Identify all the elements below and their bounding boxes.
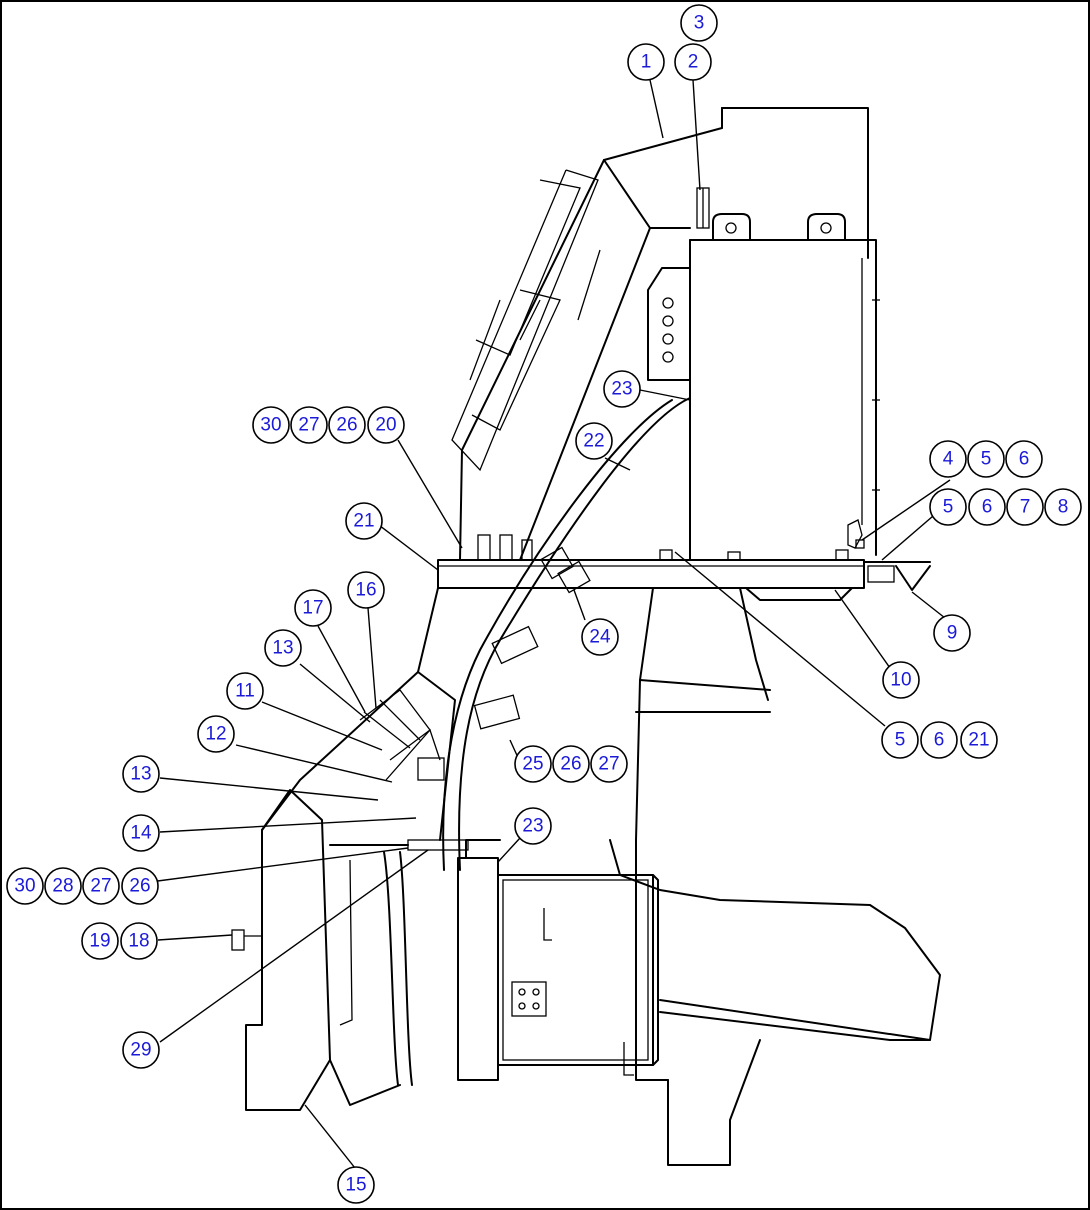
svg-text:23: 23: [611, 379, 632, 400]
svg-text:13: 13: [272, 638, 293, 659]
svg-text:6: 6: [1019, 449, 1030, 470]
svg-text:20: 20: [375, 415, 396, 436]
callout-11: 11: [226, 672, 264, 710]
svg-text:30: 30: [260, 415, 281, 436]
svg-text:9: 9: [947, 623, 958, 644]
svg-text:1: 1: [641, 52, 652, 73]
assembly-drawing: [231, 107, 941, 1166]
callout-26: 26: [552, 745, 590, 783]
callout-5: 5: [929, 488, 967, 526]
svg-text:15: 15: [345, 1175, 366, 1196]
callout-29: 29: [122, 1031, 160, 1069]
callout-13: 13: [264, 629, 302, 667]
callout-30: 30: [6, 867, 44, 905]
upper-cabinet: [647, 107, 880, 561]
callout-3: 3: [680, 4, 718, 42]
svg-text:25: 25: [522, 754, 543, 775]
callout-27: 27: [290, 406, 328, 444]
svg-text:26: 26: [129, 876, 150, 897]
callout-8: 8: [1044, 488, 1082, 526]
svg-text:5: 5: [895, 730, 906, 751]
svg-text:4: 4: [943, 449, 954, 470]
air-cleaner: [457, 839, 659, 1081]
pedestal: [635, 587, 771, 841]
callout-10: 10: [882, 661, 920, 699]
svg-text:8: 8: [1058, 497, 1069, 518]
callout-27: 27: [590, 745, 628, 783]
callout-26: 26: [121, 867, 159, 905]
svg-text:27: 27: [298, 415, 319, 436]
callout-25: 25: [514, 745, 552, 783]
callout-30: 30: [252, 406, 290, 444]
base-plate: [437, 534, 931, 601]
callout-5: 5: [967, 440, 1005, 478]
svg-text:18: 18: [128, 931, 149, 952]
svg-text:7: 7: [1020, 497, 1031, 518]
svg-text:27: 27: [598, 754, 619, 775]
inclined-panel: [451, 107, 723, 561]
callout-14: 14: [122, 814, 160, 852]
svg-text:27: 27: [90, 876, 111, 897]
callout-12: 12: [197, 715, 235, 753]
callout-21: 21: [345, 502, 383, 540]
callout-20: 20: [367, 406, 405, 444]
callout-9: 9: [933, 614, 971, 652]
callout-21: 21: [960, 721, 998, 759]
callout-23: 23: [514, 807, 552, 845]
callout-2: 2: [674, 43, 712, 81]
svg-text:6: 6: [982, 497, 993, 518]
svg-text:14: 14: [130, 823, 152, 844]
svg-text:21: 21: [968, 730, 989, 751]
callout-19: 19: [81, 922, 119, 960]
callout-5: 5: [881, 721, 919, 759]
svg-text:12: 12: [205, 724, 226, 745]
leader-lines: [149, 79, 951, 1169]
callouts: 3 1 2 23 22 30 27 26 20 4 5 6 5 6 7 8 21…: [6, 4, 1082, 1204]
lower-duct: [231, 789, 413, 1111]
lower-frame: [609, 839, 941, 1166]
svg-text:3: 3: [694, 13, 705, 34]
callout-13: 13: [122, 755, 160, 793]
svg-text:11: 11: [235, 681, 255, 702]
svg-text:5: 5: [981, 449, 992, 470]
callout-28: 28: [44, 867, 82, 905]
svg-text:6: 6: [934, 730, 945, 751]
callout-22: 22: [575, 422, 613, 460]
callout-15: 15: [337, 1166, 375, 1204]
svg-text:19: 19: [89, 931, 110, 952]
callout-16: 16: [347, 571, 385, 609]
callout-1: 1: [627, 43, 665, 81]
svg-text:26: 26: [560, 754, 581, 775]
svg-text:2: 2: [688, 52, 699, 73]
svg-text:26: 26: [336, 415, 357, 436]
hose-22: [417, 397, 691, 871]
svg-text:21: 21: [353, 511, 374, 532]
svg-text:28: 28: [52, 876, 73, 897]
callout-18: 18: [120, 922, 158, 960]
svg-text:23: 23: [522, 816, 543, 837]
callout-6: 6: [1005, 440, 1043, 478]
callout-26: 26: [328, 406, 366, 444]
callout-17: 17: [294, 589, 332, 627]
svg-text:29: 29: [130, 1040, 151, 1061]
callout-7: 7: [1006, 488, 1044, 526]
svg-text:13: 13: [130, 764, 151, 785]
callout-24: 24: [581, 618, 619, 656]
svg-text:30: 30: [14, 876, 35, 897]
callout-4: 4: [929, 440, 967, 478]
intake-elbow: [261, 587, 469, 851]
svg-text:24: 24: [589, 627, 611, 648]
svg-text:16: 16: [355, 580, 376, 601]
svg-text:22: 22: [583, 431, 604, 452]
svg-text:5: 5: [943, 497, 954, 518]
callout-6: 6: [920, 721, 958, 759]
callout-27: 27: [82, 867, 120, 905]
callout-6: 6: [968, 488, 1006, 526]
callout-23: 23: [603, 370, 641, 408]
svg-text:17: 17: [302, 598, 323, 619]
svg-text:10: 10: [890, 670, 911, 691]
